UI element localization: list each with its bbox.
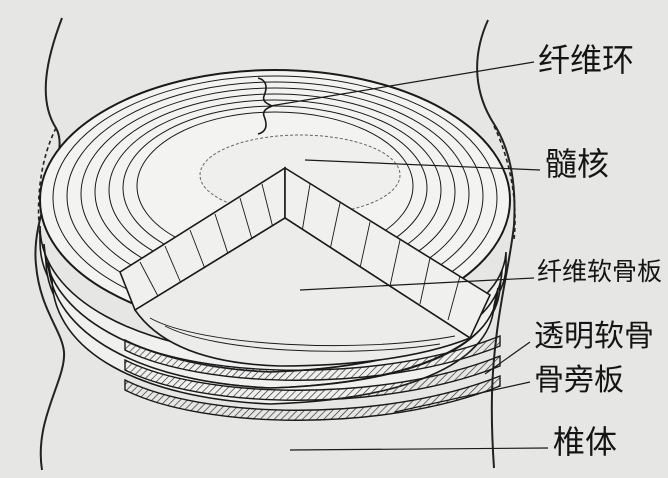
label-nucleus-pulposus: 髓核: [545, 145, 610, 183]
label-annulus-fibrosus: 纤维环: [538, 41, 635, 79]
dashed-vertebra-outline-right: [493, 125, 516, 241]
spine-outline-left: [34, 17, 66, 471]
cutaway-wedge: [119, 166, 492, 367]
label-bony-endplate: 骨旁板: [534, 363, 624, 398]
label-vertebral-body: 椎体: [553, 423, 618, 461]
label-fibrocartilage-plate: 纤维软骨板: [537, 257, 663, 286]
leader-lines: [269, 61, 549, 451]
spine-outline-right: [476, 19, 516, 469]
label-hyaline-cartilage: 透明软骨: [534, 319, 654, 354]
dashed-vertebra-outline: [37, 127, 57, 237]
